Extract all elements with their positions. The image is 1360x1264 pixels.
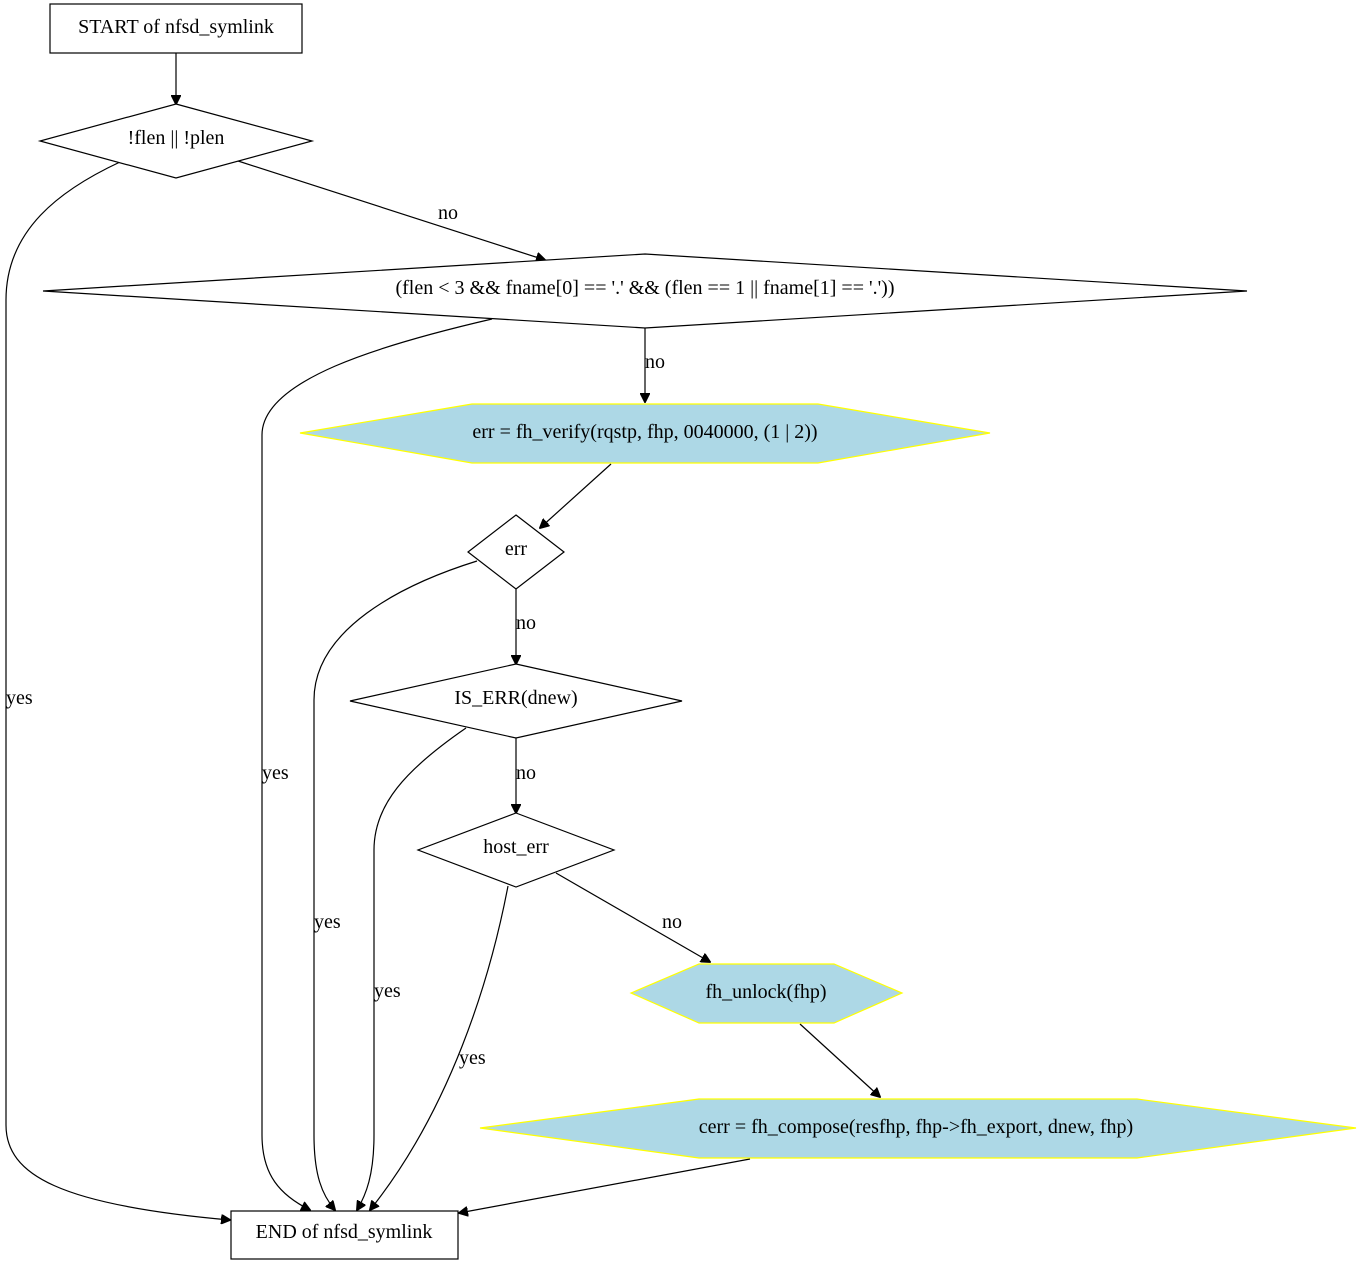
edge-label-dot-yes: yes: [262, 762, 289, 784]
edge-label-lengths-no: no: [438, 202, 458, 224]
edge-label-dot-no: no: [645, 351, 665, 373]
decision-host-err-label: host_err: [483, 836, 549, 858]
action-fh-compose-label: cerr = fh_compose(resfhp, fhp->fh_export…: [699, 1116, 1133, 1138]
decision-dot-names-label: (flen < 3 && fname[0] == '.' && (flen ==…: [395, 277, 894, 299]
end-node: END of nfsd_symlink: [230, 1210, 459, 1260]
decision-dot-names: (flen < 3 && fname[0] == '.' && (flen ==…: [42, 253, 1248, 329]
decision-err: err: [467, 514, 565, 590]
edge-unlock-to-compose: [799, 1023, 880, 1097]
decision-is-err-label: IS_ERR(dnew): [454, 687, 577, 709]
action-fh-verify-label: err = fh_verify(rqstp, fhp, 0040000, (1 …: [472, 421, 817, 443]
edge-compose-to-end: [459, 1158, 751, 1213]
action-fh-compose: cerr = fh_compose(resfhp, fhp->fh_export…: [479, 1098, 1357, 1159]
end-node-label: END of nfsd_symlink: [256, 1221, 433, 1243]
edge-host-err-no: [555, 872, 710, 962]
edge-label-lengths-yes: yes: [6, 687, 33, 709]
edge-label-err-yes: yes: [314, 911, 341, 933]
edges: [5, 53, 880, 1220]
action-fh-unlock-label: fh_unlock(fhp): [705, 981, 826, 1003]
decision-lengths: !flen || !plen: [37, 103, 315, 179]
edge-label-err-no: no: [516, 612, 536, 634]
start-node: START of nfsd_symlink: [49, 3, 303, 54]
edge-dot-yes: [261, 318, 493, 1210]
action-fh-verify: err = fh_verify(rqstp, fhp, 0040000, (1 …: [299, 403, 991, 464]
decision-host-err: host_err: [416, 812, 616, 888]
edge-label-host-err-no: no: [662, 911, 682, 933]
decision-err-label: err: [505, 538, 528, 560]
edge-is-err-yes: [357, 727, 467, 1210]
edge-labels: yes no yes no yes no yes no yes no: [6, 202, 682, 1069]
edge-host-err-yes: [370, 885, 509, 1210]
edge-label-is-err-yes: yes: [374, 980, 401, 1002]
edge-verify-to-err: [540, 463, 612, 528]
edge-err-yes: [313, 560, 478, 1210]
decision-lengths-label: !flen || !plen: [128, 127, 225, 149]
decision-is-err: IS_ERR(dnew): [349, 663, 683, 739]
edge-lengths-no: [234, 159, 545, 260]
start-node-label: START of nfsd_symlink: [78, 16, 274, 38]
edge-lengths-yes: [5, 161, 230, 1220]
edge-label-is-err-no: no: [516, 762, 536, 784]
edge-label-host-err-yes: yes: [459, 1047, 486, 1069]
action-fh-unlock: fh_unlock(fhp): [629, 963, 904, 1024]
